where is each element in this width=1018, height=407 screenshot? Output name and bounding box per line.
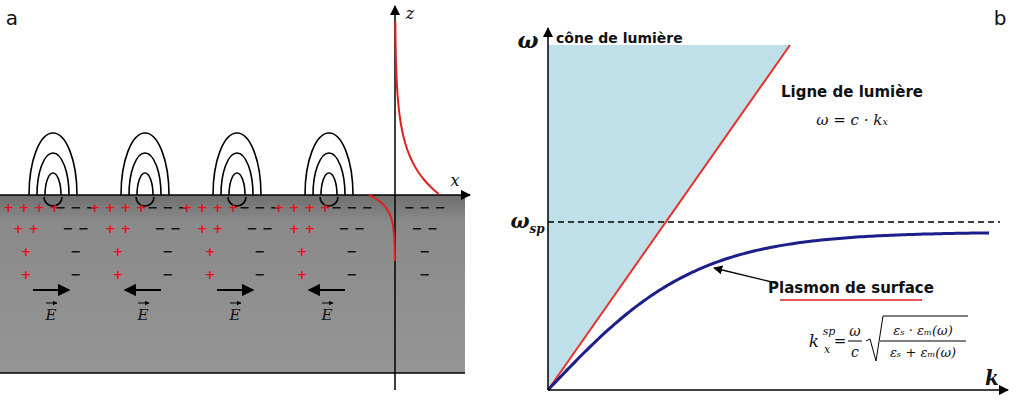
charge-plus: + (113, 268, 124, 281)
x-axis (0, 194, 470, 196)
charge-plus: + + + + (3, 201, 60, 214)
equation: εₛ · εₘ(ω) (893, 324, 952, 337)
charge-minus: − (347, 245, 358, 258)
light-cone (548, 45, 790, 390)
field-symbol: E (230, 308, 241, 323)
charge-plus: + (21, 268, 32, 281)
k-axis (548, 389, 1008, 391)
equation: ω = c · kₓ (816, 113, 887, 128)
axis-name: z (406, 6, 414, 22)
equation: k (809, 333, 819, 350)
charge-minus: − (420, 268, 431, 281)
charge-minus: − (71, 245, 82, 258)
charge-plus: + (297, 268, 308, 281)
light-line (548, 45, 790, 390)
fraction-bar (880, 341, 966, 342)
charge-plus: + (205, 245, 216, 258)
decay-curve (395, 22, 438, 194)
charge-minus: − − (155, 222, 181, 235)
charge-minus: − (163, 245, 174, 258)
charge-plus: + + (105, 222, 131, 235)
vector-mark (138, 303, 149, 304)
charge-plus: + + + + (273, 201, 330, 214)
charge-minus: − − − (331, 201, 373, 214)
vector-mark (322, 303, 333, 304)
field-symbol: E (322, 308, 333, 323)
charge-plus: + + (197, 222, 223, 235)
line-name: Ligne de lumière (781, 85, 923, 100)
charge-minus: − (255, 268, 266, 281)
panel-letter: b (994, 8, 1007, 28)
charge-minus: − (420, 245, 431, 258)
charge-minus: − − (247, 222, 273, 235)
subscript: sp (529, 223, 544, 235)
charge-plus: + + (289, 222, 315, 235)
charge-plus: + (297, 245, 308, 258)
equation: εₛ + εₘ(ω) (890, 346, 956, 359)
decay-curve (369, 195, 395, 261)
field-symbol: E (138, 308, 149, 323)
axis-name: ω (518, 29, 539, 51)
charge-plus: + + + + (181, 201, 238, 214)
charge-minus: − (71, 268, 82, 281)
vector-mark (46, 303, 57, 304)
charge-plus: + (21, 245, 32, 258)
superscript: sp (823, 326, 836, 337)
charge-minus: − − (339, 222, 365, 235)
equation: c (851, 345, 859, 359)
charge-minus: − (255, 245, 266, 258)
equation: = (834, 334, 847, 349)
panel-letter: a (6, 8, 18, 28)
vector-mark (230, 303, 241, 304)
fraction-bar (848, 341, 862, 342)
underline (780, 299, 922, 301)
charge-plus: + + (13, 222, 39, 235)
field-arrow (33, 289, 69, 291)
charge-minus: − − (412, 222, 438, 235)
charge-minus: − (347, 268, 358, 281)
subscript: x (824, 344, 830, 355)
tick-label: ω (510, 211, 529, 231)
axis-name: x (450, 173, 459, 189)
equation: ω (849, 324, 860, 338)
charge-plus: + (113, 245, 124, 258)
charge-plus: + + + + (89, 201, 146, 214)
omega-sp-line (548, 221, 1000, 222)
field-arrow (309, 289, 345, 291)
charge-plus: + (205, 268, 216, 281)
field-arrow (125, 289, 161, 291)
curve-name: Plasmon de surface (768, 281, 934, 296)
sqrt-sign (866, 316, 968, 361)
charge-minus: − (163, 268, 174, 281)
charge-minus: − − − (404, 201, 446, 214)
plasmon-curve (548, 233, 989, 390)
charge-minus: − − (63, 222, 89, 235)
leader-arrow (714, 268, 776, 283)
omega-axis (547, 28, 549, 390)
field-symbol: E (46, 308, 57, 323)
axis-name: k (985, 368, 999, 388)
region-name: cône de lumière (556, 31, 683, 45)
field-arrow (217, 289, 253, 291)
